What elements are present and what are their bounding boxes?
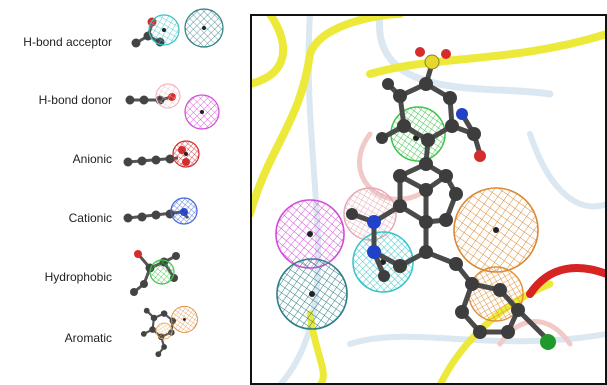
mesh-acceptor-small: [352, 231, 414, 293]
hydrophobic-mesh: [149, 259, 175, 285]
mesh-aromatic-large: [453, 187, 539, 273]
mesh-acceptor-large: [276, 258, 348, 330]
legend-label-aromatic: Aromatic: [64, 331, 112, 345]
cationic-mesh: [170, 197, 198, 225]
anionic-feature-icon: [123, 140, 200, 168]
legend-label-cationic: Cationic: [68, 211, 112, 225]
aromatic-feature-icon: [140, 305, 198, 358]
legend-label-anionic: Anionic: [72, 152, 112, 166]
donor-feature-icon: [125, 83, 220, 130]
legend-label-hydrophobic: Hydrophobic: [44, 270, 112, 284]
aromatic-mesh-large: [170, 305, 198, 333]
donor-mesh-large: [184, 94, 220, 130]
binding-site-view: [250, 14, 607, 385]
scene-frame: [250, 14, 607, 385]
legend-label-donor: H-bond donor: [38, 93, 112, 107]
hydrophobic-feature-icon: [130, 250, 180, 296]
ligand-molecule: [346, 47, 556, 350]
mesh-donor-large: [275, 199, 345, 269]
pharmacophore-legend: H-bond acceptor H-bond do: [0, 0, 248, 385]
cationic-feature-icon: [123, 197, 198, 225]
acceptor-mesh-small: [148, 14, 180, 46]
anionic-mesh: [172, 140, 200, 168]
acceptor-feature-icon: [131, 8, 224, 48]
legend-label-acceptor: H-bond acceptor: [23, 35, 112, 49]
aromatic-mesh-small: [155, 322, 173, 340]
donor-mesh-small: [155, 83, 181, 109]
acceptor-mesh-large: [184, 8, 224, 48]
